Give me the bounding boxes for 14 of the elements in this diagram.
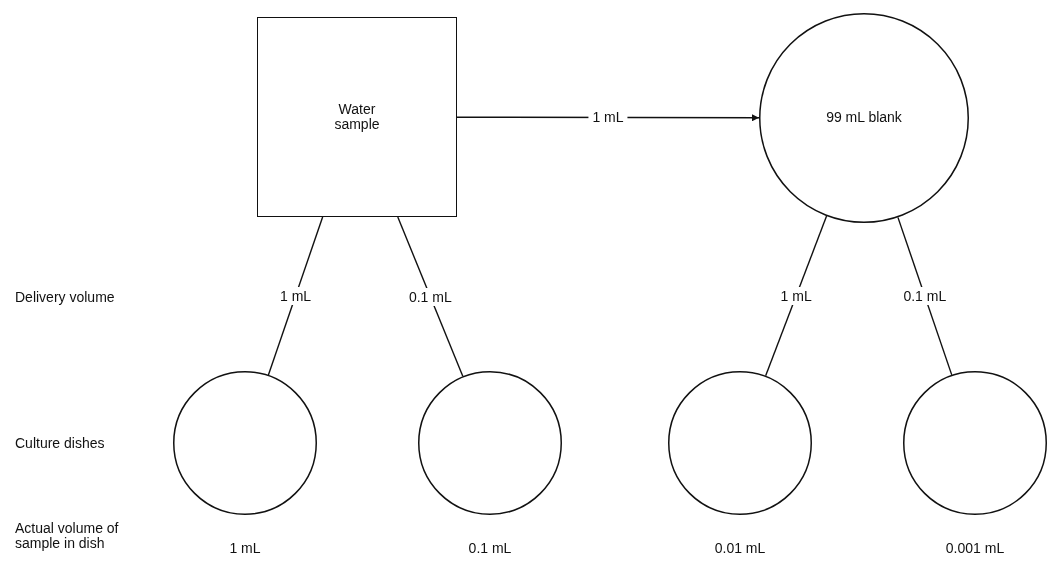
volume-label: 1 mL bbox=[229, 540, 261, 556]
connector-line bbox=[267, 216, 324, 376]
connector-line bbox=[397, 216, 464, 378]
row-label: Culture dishes bbox=[15, 435, 106, 451]
connector-line bbox=[897, 216, 953, 376]
row-label: Actual volume of sample in dish bbox=[15, 521, 120, 551]
volume-label: 0.1 mL bbox=[468, 540, 512, 556]
node-label: 99 mL blank bbox=[826, 110, 902, 126]
sample-box bbox=[257, 17, 457, 217]
volume-label: 0.001 mL bbox=[945, 540, 1005, 556]
node-label: Water sample bbox=[333, 101, 381, 133]
connector-line bbox=[764, 215, 828, 377]
row-label: Delivery volume bbox=[15, 289, 116, 305]
volume-label: 0.01 mL bbox=[714, 540, 766, 556]
